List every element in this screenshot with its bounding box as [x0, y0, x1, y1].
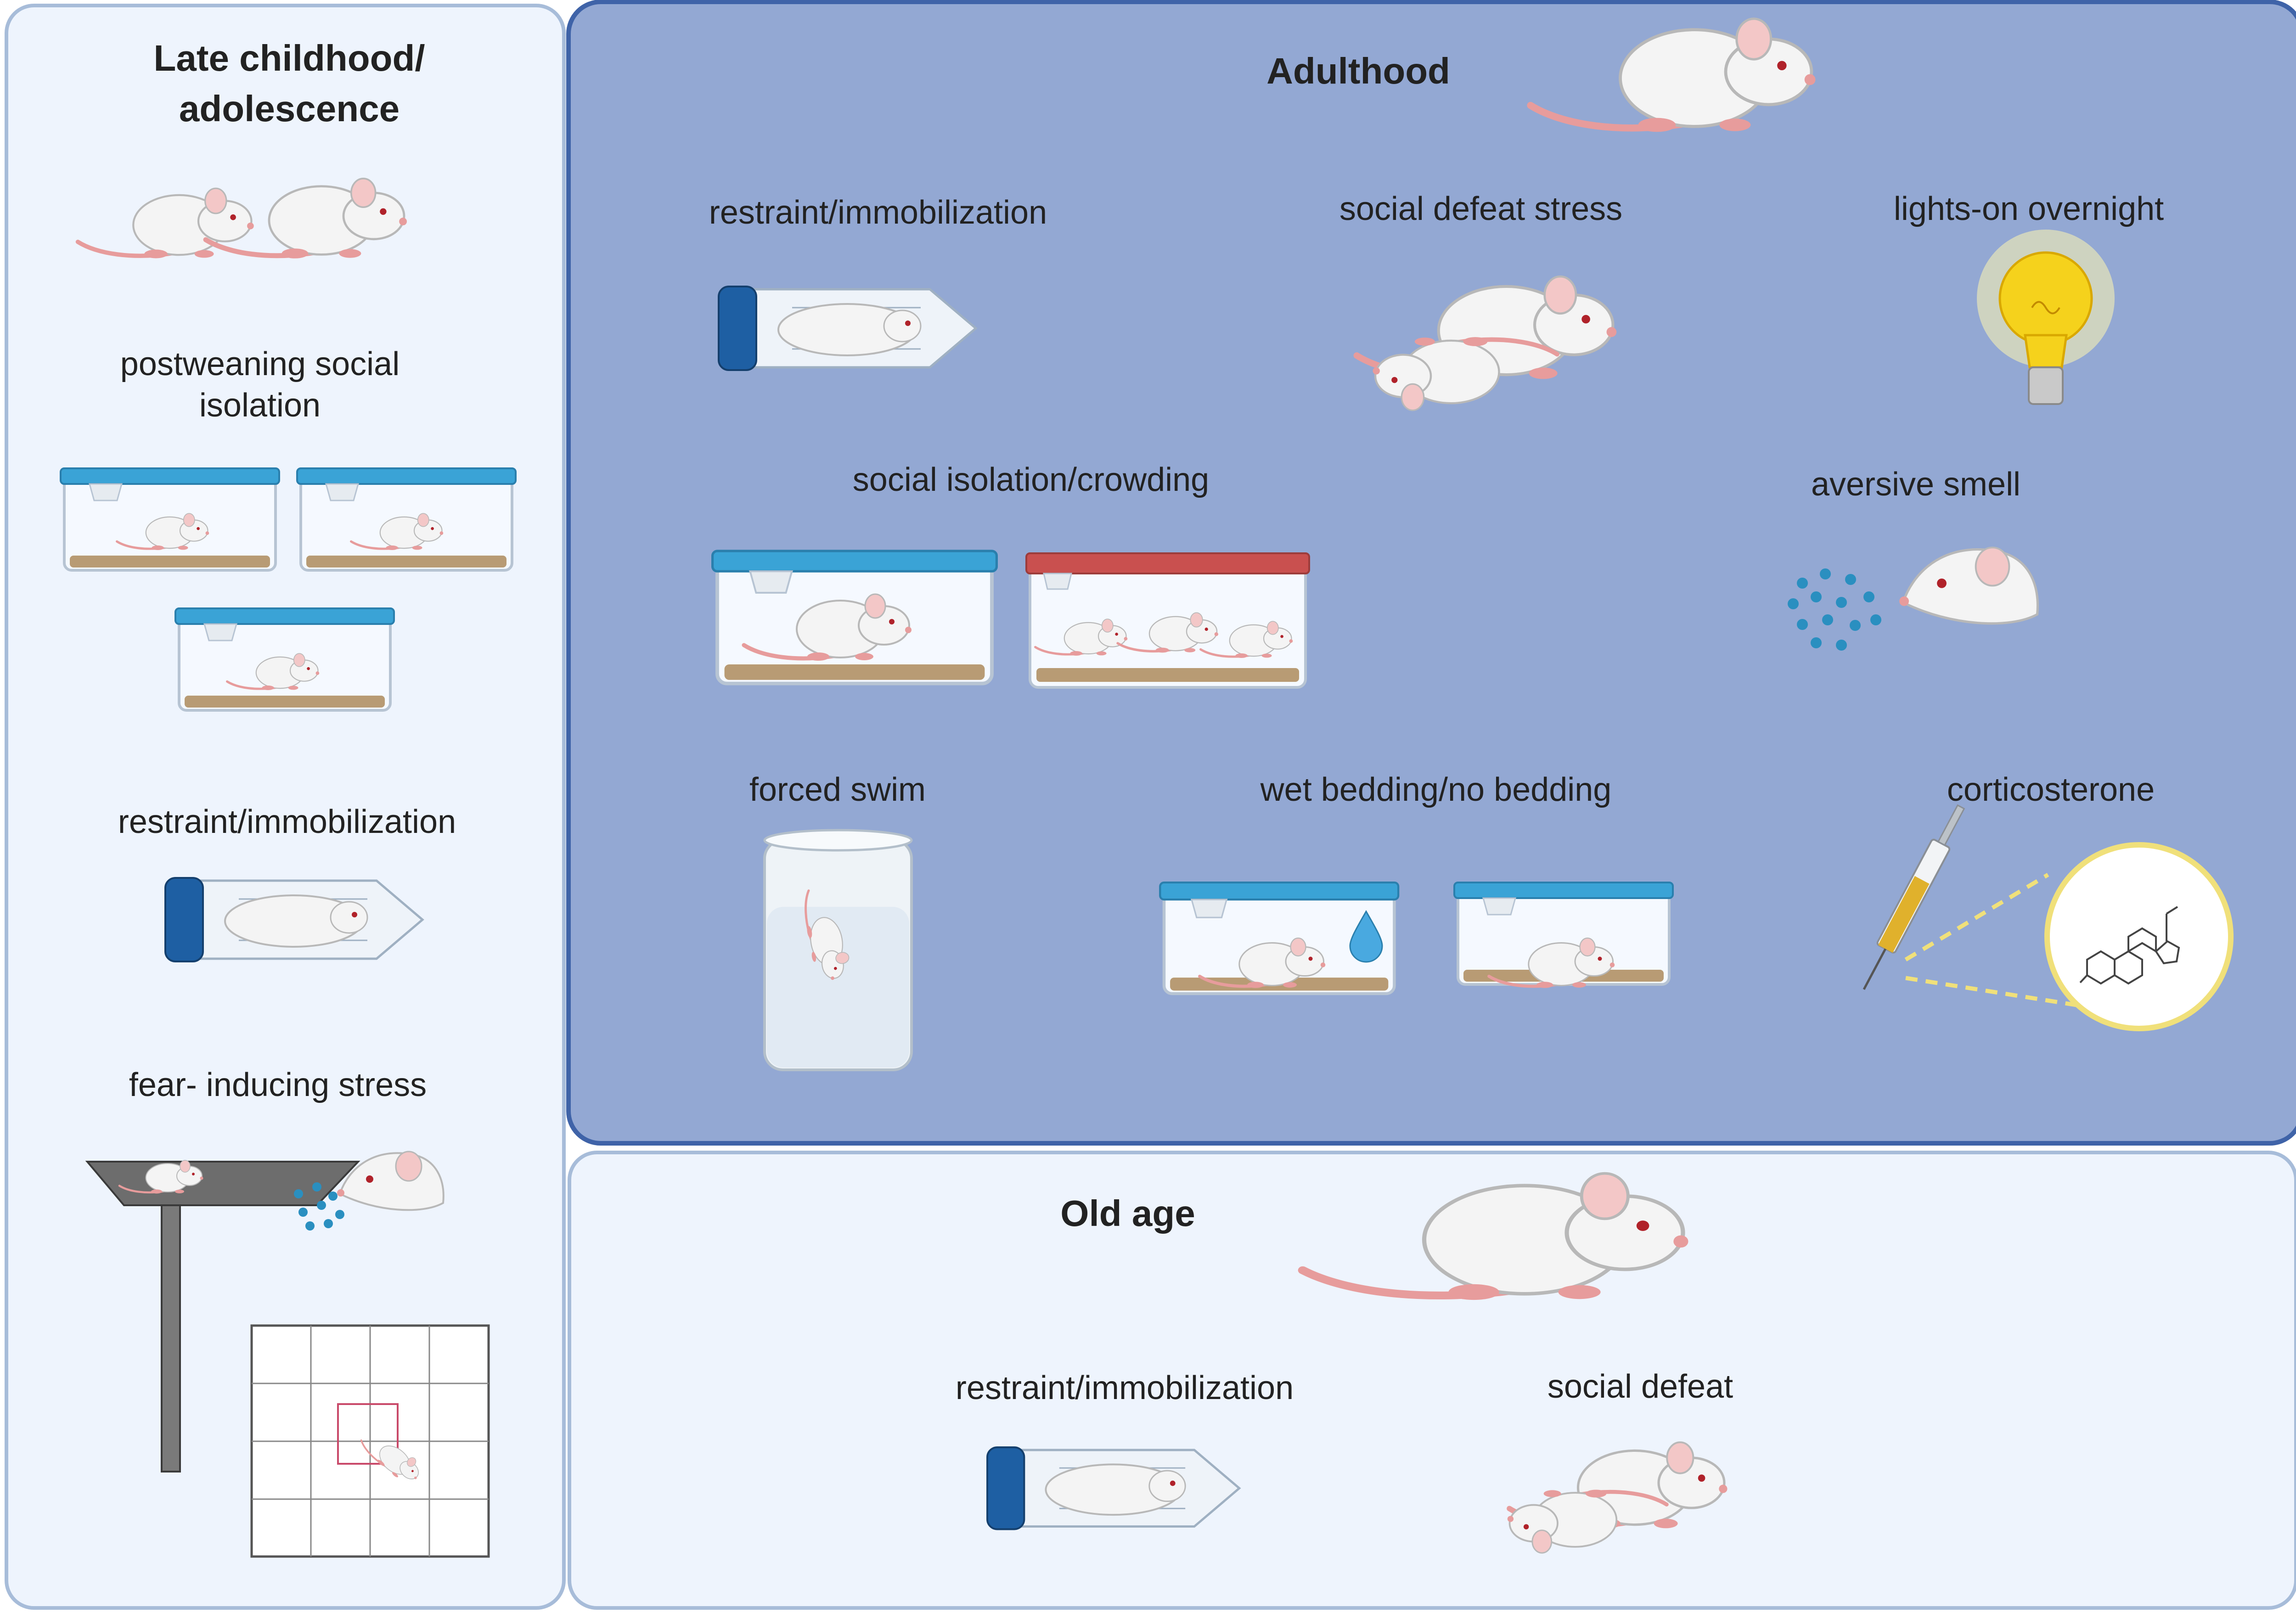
restraint-tube-icon	[165, 878, 422, 961]
open-field-grid-icon	[250, 1324, 490, 1558]
social-isolation-crowding-label: social isolation/crowding	[852, 461, 1210, 498]
odor-dots-icon	[1788, 568, 1881, 651]
corticosterone-label: corticosterone	[1947, 771, 2155, 808]
late-restraint-label: restraint/immobilization	[118, 804, 456, 840]
beaker-icon	[763, 829, 913, 1071]
aversive-smell-label: aversive smell	[1811, 466, 2021, 503]
no-bedding-cage-icon	[1454, 882, 1673, 988]
adulthood-title: Adulthood	[1266, 51, 1450, 91]
crowding-cage-icon	[1026, 553, 1309, 687]
fear-inducing-stress-label: fear- inducing stress	[129, 1067, 427, 1103]
steroid-molecule-icon	[2044, 842, 2234, 1031]
adult-restraint-label: restraint/immobilization	[709, 194, 1047, 231]
restraint-tube-icon	[987, 1447, 1239, 1529]
odor-dots-icon	[294, 1182, 344, 1231]
adulthood-panel	[566, 0, 2296, 1146]
social-defeat-stress-label: social defeat stress	[1339, 191, 1623, 227]
isolation-cage-icon	[175, 608, 394, 710]
isolation-cage-icon	[713, 551, 997, 684]
light-bulb-icon	[1977, 230, 2115, 405]
forced-swim-label: forced swim	[749, 771, 926, 808]
late-childhood-title-line1: Late childhood/	[153, 38, 425, 79]
water-drop-icon	[1349, 910, 1383, 963]
old-restraint-label: restraint/immobilization	[955, 1370, 1294, 1406]
postweaning-isolation-label-line1: postweaning social	[120, 346, 400, 382]
isolation-cage-icon	[297, 468, 516, 570]
late-childhood-title-line2: adolescence	[179, 88, 400, 129]
restraint-tube-icon	[719, 287, 976, 370]
zoom-lines	[1904, 873, 2094, 1010]
wet-bedding-cage-icon	[1160, 882, 1398, 994]
lights-on-overnight-label: lights-on overnight	[1893, 191, 2164, 227]
old-age-title: Old age	[1060, 1193, 1195, 1234]
postweaning-isolation-label: postweaning social isolation	[120, 343, 400, 426]
wet-bedding-label: wet bedding/no bedding	[1260, 771, 1612, 808]
postweaning-isolation-label-line2: isolation	[199, 387, 321, 424]
elevated-platform-icon	[85, 1160, 360, 1472]
isolation-cage-icon	[61, 468, 279, 570]
syringe-icon	[1863, 804, 1965, 990]
late-childhood-title: Late childhood/ adolescence	[153, 33, 425, 134]
social-defeat-label: social defeat	[1547, 1368, 1733, 1405]
